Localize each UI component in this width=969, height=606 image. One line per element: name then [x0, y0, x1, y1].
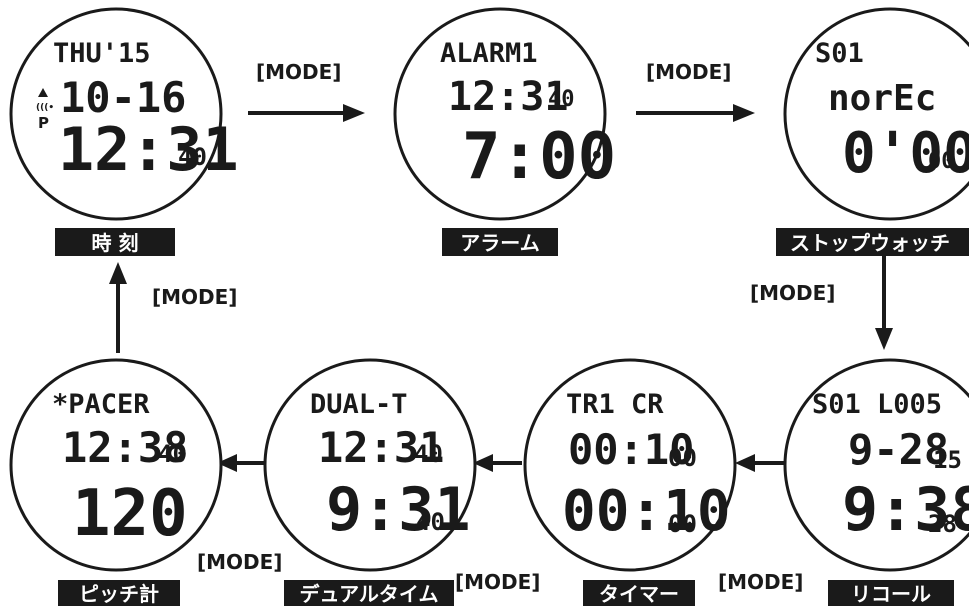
- label-dualtime-bg: [284, 580, 454, 606]
- signal-icon: (((•: [36, 103, 54, 113]
- arrow-dualtime-to-pacer: [217, 454, 265, 472]
- time-clock: 12:31: [58, 115, 239, 185]
- recall-date: 9-28: [848, 425, 949, 474]
- label-alarm-bg: [442, 228, 558, 256]
- label-timer-bg: [583, 580, 695, 606]
- time-seconds: 40: [178, 143, 207, 171]
- mode-label-4: [MODE]: [718, 570, 803, 594]
- arrow-time-to-alarm: [248, 104, 365, 122]
- bell-icon: [38, 88, 48, 97]
- mode-label-7: [MODE]: [152, 285, 237, 309]
- label-stopwatch: ストップウォッチ: [790, 231, 950, 255]
- stopwatch-time: 0'00": [842, 121, 969, 186]
- dualtime-home: 12:31: [318, 423, 444, 472]
- pacer-rate: 120: [72, 477, 188, 551]
- timer-setting-sec: 00: [668, 444, 697, 472]
- arrow-recall-to-timer: [735, 454, 785, 472]
- timer-countdown: 00:10: [562, 479, 731, 544]
- timer-setting: 00:10: [568, 425, 694, 474]
- stopwatch-hundredths: 00: [928, 149, 955, 174]
- recall-header: S01 L005: [812, 389, 942, 420]
- watch-dualtime: DUAL-T 12:31 40 9:31 40: [263, 358, 477, 572]
- label-time: 時 刻: [92, 231, 139, 255]
- alarm-current-seconds: 40: [548, 87, 575, 112]
- time-indicator: P: [38, 114, 49, 132]
- watch-alarm: ALARM1 12:31 40 7:00: [393, 7, 616, 221]
- label-recall: リコール: [851, 582, 931, 606]
- stopwatch-slot: S01: [815, 38, 864, 69]
- recall-date-sec: 15: [933, 446, 962, 474]
- pacer-clock: 12:38: [62, 423, 188, 472]
- watch-timer: TR1 CR 00:10 00 00:10 00: [523, 358, 737, 572]
- stopwatch-status: norEc: [828, 78, 936, 119]
- timer-header: TR1 CR: [566, 389, 664, 420]
- mode-label-5: [MODE]: [455, 570, 540, 594]
- recall-time-sec: 28: [928, 510, 957, 538]
- alarm-title: ALARM1: [440, 38, 538, 69]
- dualtime-other-sec: 40: [416, 508, 445, 536]
- recall-time: 9:38: [842, 475, 969, 545]
- mode-label-6: [MODE]: [197, 550, 282, 574]
- label-recall-bg: [828, 580, 954, 606]
- mode-label-1: [MODE]: [256, 60, 341, 84]
- label-dualtime: デュアルタイム: [300, 582, 439, 606]
- arrow-stopwatch-to-recall: [875, 255, 893, 350]
- dualtime-header: DUAL-T: [310, 389, 408, 420]
- mode-label-3: [MODE]: [750, 281, 835, 305]
- time-date-line: THU'15: [53, 38, 151, 69]
- alarm-set-time: 7:00: [462, 120, 616, 194]
- label-pacer: ピッチ計: [79, 582, 159, 606]
- dualtime-home-sec: 40: [414, 440, 443, 468]
- watch-stopwatch: S01 norEc 0'00" 00: [783, 7, 969, 221]
- pacer-clock-sec: 40: [158, 440, 187, 468]
- label-timer: タイマー: [599, 582, 679, 606]
- label-time-bg: [55, 228, 175, 256]
- watch-time: THU'15 (((• P 10-16 12:31 40: [9, 7, 239, 221]
- watch-pacer: *PACER 12:38 40 120: [9, 358, 223, 572]
- timer-countdown-sec: 00: [668, 510, 697, 538]
- mode-label-2: [MODE]: [646, 60, 731, 84]
- alarm-current-time: 12:31: [448, 74, 568, 120]
- dualtime-other: 9:31: [326, 475, 471, 545]
- arrow-alarm-to-stopwatch: [636, 104, 755, 122]
- label-alarm: アラーム: [460, 231, 539, 255]
- watch-recall: S01 L005 9-28 15 9:38 28: [783, 358, 969, 572]
- time-monthday: 10-16: [60, 73, 186, 122]
- label-stopwatch-bg: [776, 228, 969, 256]
- label-pacer-bg: [58, 580, 180, 606]
- arrow-timer-to-dualtime: [473, 454, 522, 472]
- arrow-pacer-to-time: [109, 262, 127, 353]
- pacer-header: *PACER: [52, 389, 150, 420]
